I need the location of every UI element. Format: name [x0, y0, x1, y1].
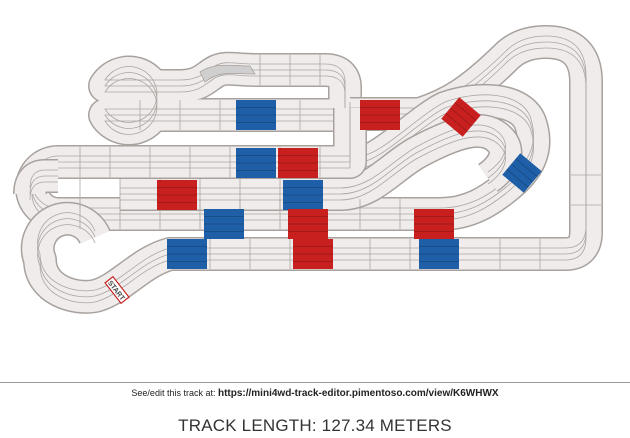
track-layout: START [13, 25, 603, 314]
blue-section [283, 180, 323, 210]
blue-section [502, 153, 542, 193]
edit-link-line: See/edit this track at: https://mini4wd-… [0, 388, 630, 399]
red-section-fill [441, 97, 481, 137]
section-lane-line [511, 163, 533, 183]
track-length: TRACK LENGTH: 127.34 METERS [178, 416, 452, 435]
section-lane-line [515, 158, 538, 177]
red-section [414, 209, 454, 239]
section-lane-line [450, 107, 472, 127]
track-inner-s-upper-lane-1 [359, 94, 534, 209]
blue-section-fill [236, 100, 276, 130]
section-lane-line [454, 102, 477, 121]
track-straight-mid-lane-3 [29, 181, 58, 201]
start-marker-box [104, 275, 130, 305]
blue-section [204, 209, 244, 239]
red-section [293, 239, 333, 269]
colored-sections [157, 97, 542, 269]
red-section [441, 97, 481, 137]
red-section-fill [288, 209, 328, 239]
red-section [360, 100, 400, 130]
blue-section-fill [283, 180, 323, 210]
track-inner-s-lower-lane-2 [120, 130, 506, 195]
red-section [288, 209, 328, 239]
edit-link-prefix: See/edit this track at: [131, 388, 218, 398]
blue-section [236, 100, 276, 130]
red-section-fill [278, 148, 318, 178]
section-lane-line [506, 169, 529, 188]
lane-change-section [199, 64, 256, 83]
blue-section [167, 239, 207, 269]
blue-section-fill [236, 148, 276, 178]
blue-section-fill [167, 239, 207, 269]
blue-section [419, 239, 459, 269]
track-straight-upper-lane-3 [58, 114, 351, 169]
red-section [278, 148, 318, 178]
track-inner-s-lower-lane-3 [120, 136, 506, 201]
red-section [157, 180, 197, 210]
red-section-fill [293, 239, 333, 269]
red-section-fill [414, 209, 454, 239]
blue-section-fill [204, 209, 244, 239]
track-editor-link[interactable]: https://mini4wd-track-editor.pimentoso.c… [217, 388, 499, 399]
track-straight-mid [14, 160, 61, 195]
blue-section [236, 148, 276, 178]
track-inner-s-lower-lane-1 [120, 124, 506, 189]
track-straight-mid-lane-2 [29, 175, 58, 195]
blue-section-fill [419, 239, 459, 269]
section-lane-line [445, 113, 468, 132]
red-section-fill [157, 180, 197, 210]
track-inner-s-upper-lane-3 [359, 106, 534, 221]
red-section-fill [360, 100, 400, 130]
blue-section-fill [502, 153, 542, 193]
footer-divider [0, 382, 630, 383]
track-inner-s-upper-lane-2 [359, 100, 534, 215]
track-straight-mid-lane-1 [29, 169, 58, 189]
